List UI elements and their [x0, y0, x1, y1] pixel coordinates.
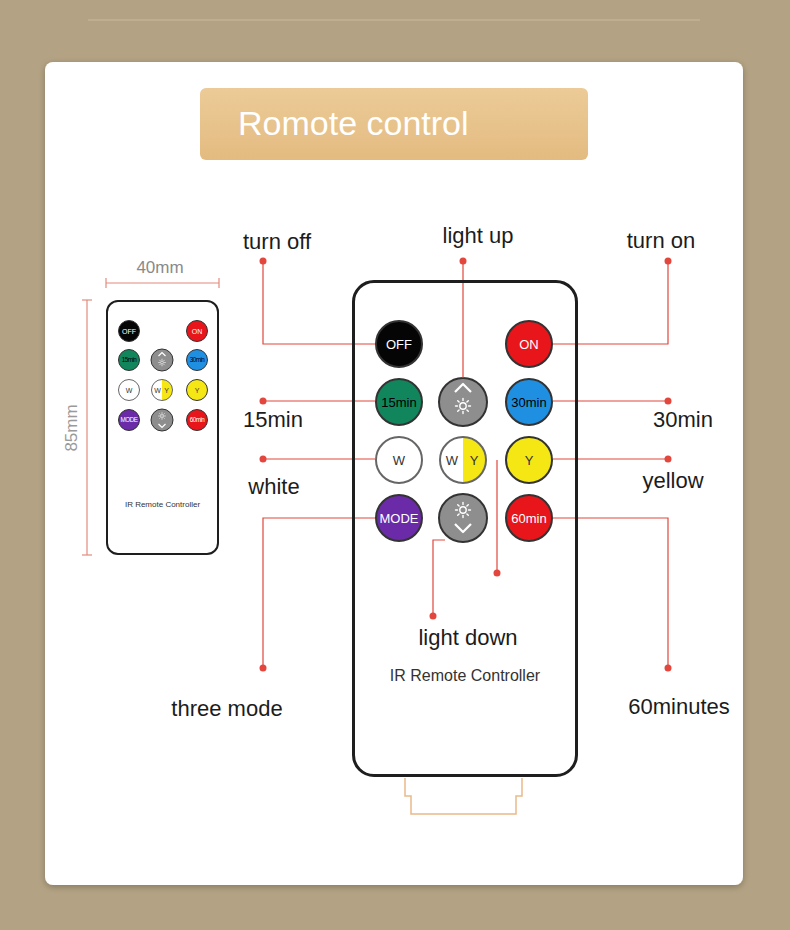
button-fill — [187, 380, 208, 401]
button-fill — [506, 321, 552, 367]
button-fill — [376, 437, 422, 483]
timer-15-button: 15min — [118, 349, 140, 371]
callout-label: turn off — [241, 229, 313, 255]
white-button: W — [375, 436, 423, 484]
white-button: W — [118, 379, 140, 401]
callout-label: light up — [441, 223, 516, 249]
yellow-half — [463, 437, 486, 483]
remote-stand — [405, 778, 522, 814]
button-outline — [152, 380, 173, 401]
small-light-up-icon — [151, 349, 173, 371]
white-half — [440, 437, 463, 483]
button-outline — [440, 437, 486, 483]
on-button: ON — [186, 320, 208, 342]
leader-lines — [263, 262, 668, 668]
title: Romote control — [238, 104, 469, 143]
yellow-half — [162, 380, 173, 401]
on-button: ON — [505, 320, 553, 368]
button-label: OFF — [122, 328, 136, 335]
button-fill — [506, 437, 552, 483]
button-fill — [119, 321, 140, 342]
button-fill — [376, 379, 422, 425]
button-label: 60min — [190, 417, 205, 423]
small-light-down-icon — [151, 409, 173, 431]
button-fill — [119, 410, 140, 431]
white-half — [152, 380, 163, 401]
callout-label: light down — [416, 625, 519, 651]
button-label: MODE — [380, 512, 419, 525]
callout-label: three mode — [169, 696, 284, 722]
button-fill — [187, 350, 208, 371]
button-label: ON — [192, 328, 203, 335]
button-label: 60min — [511, 512, 546, 525]
button-fill — [187, 321, 208, 342]
callout-label: turn on — [625, 228, 698, 254]
dimension-lines — [82, 278, 219, 555]
button-label: W — [446, 454, 458, 467]
off-button: OFF — [375, 320, 423, 368]
mode-button: MODE — [118, 409, 140, 431]
leader-dots — [260, 258, 672, 672]
button-label: 15min — [381, 396, 416, 409]
timer-60-button: 60min — [505, 494, 553, 542]
light-down-icon — [439, 494, 487, 542]
yellow-button: Y — [505, 436, 553, 484]
white-yellow-button: WY — [439, 436, 487, 484]
button-label: OFF — [386, 338, 412, 351]
button-fill — [376, 495, 422, 541]
callout-label: 15min — [241, 407, 305, 433]
callout-label: yellow — [640, 468, 705, 494]
button-label: 30min — [190, 357, 205, 363]
remote-body: IR Remote ControllerOFFON15min30minWWYYM… — [352, 280, 578, 777]
button-fill — [506, 379, 552, 425]
white-yellow-button: WY — [151, 379, 173, 401]
timer-15-button: 15min — [375, 378, 423, 426]
button-fill — [187, 410, 208, 431]
button-label: MODE — [121, 417, 138, 423]
callout-label: white — [246, 474, 301, 500]
timer-60-button: 60min — [186, 409, 208, 431]
light-up-icon — [439, 378, 487, 426]
button-label: ON — [519, 338, 539, 351]
button-fill — [376, 321, 422, 367]
button-label: Y — [195, 387, 200, 394]
button-label: W — [393, 454, 405, 467]
callout-label: 30min — [651, 407, 715, 433]
remote-caption: IR Remote Controller — [355, 667, 575, 685]
button-fill — [119, 350, 140, 371]
callout-label: 60minutes — [626, 694, 732, 720]
dimension-width: 40mm — [136, 258, 183, 278]
button-fill — [119, 380, 140, 401]
button-label: 15min — [122, 357, 137, 363]
yellow-button: Y — [186, 379, 208, 401]
mode-button: MODE — [375, 494, 423, 542]
dimension-height: 85mm — [62, 404, 82, 451]
button-label: Y — [164, 387, 169, 394]
timer-30-button: 30min — [186, 349, 208, 371]
button-label: 30min — [511, 396, 546, 409]
button-fill — [506, 495, 552, 541]
remote-body: IR Remote ControllerOFFON15min30minWWYYM… — [106, 300, 219, 555]
button-label: Y — [525, 454, 534, 467]
off-button: OFF — [118, 320, 140, 342]
remote-caption: IR Remote Controller — [108, 500, 217, 509]
button-label: W — [126, 387, 133, 394]
button-label: Y — [470, 454, 479, 467]
timer-30-button: 30min — [505, 378, 553, 426]
button-label: W — [154, 387, 161, 394]
